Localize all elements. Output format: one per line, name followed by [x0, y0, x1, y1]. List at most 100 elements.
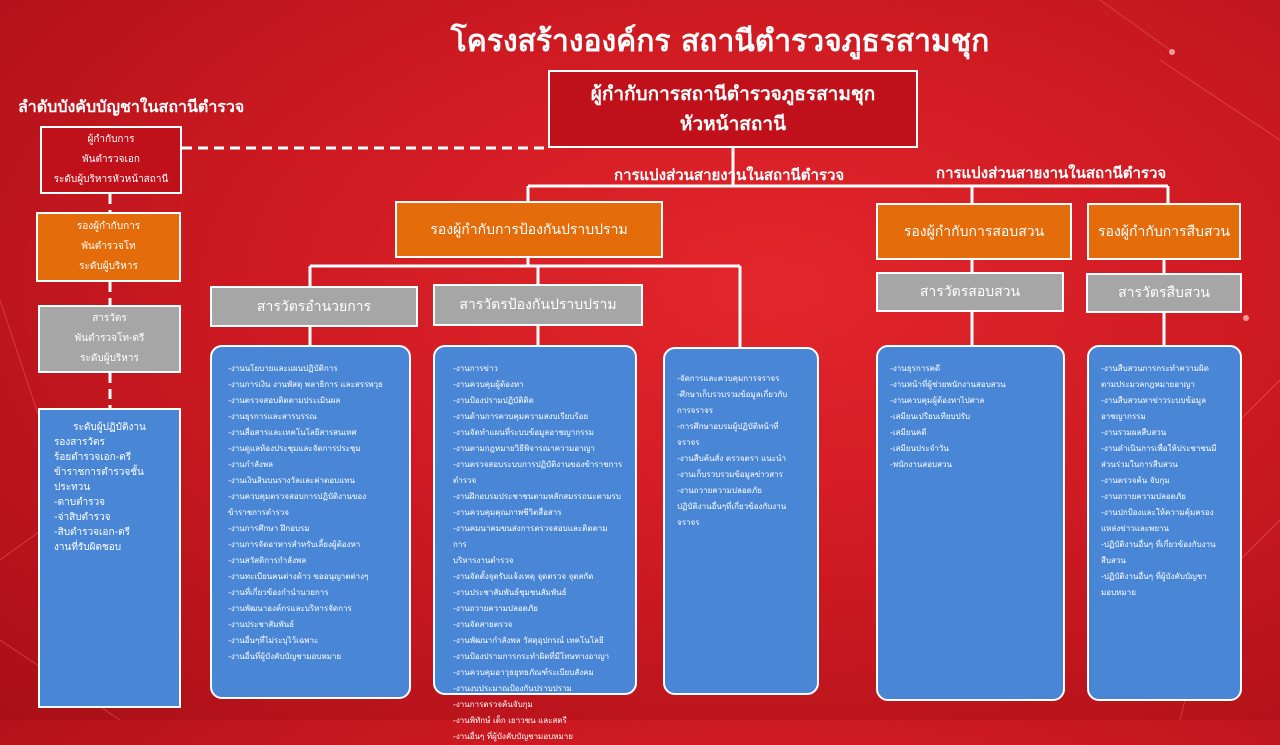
operational-level-box: ระดับผู้ปฏิบัติงาน รองสารวัตร ร้อยตำรวจเ… [38, 408, 181, 708]
duty-item: -งานการข่าว [453, 364, 498, 373]
duty-item: -งานจัดตั้งจุดรับแจ้งเหตุ จุดตรวจ จุดสกั… [453, 572, 594, 581]
duty-item: -งานอื่นที่ผู้บังคับบัญชามอบหมาย [228, 652, 342, 661]
operational-line: ข้าราชการตำรวจชั้น [54, 467, 144, 478]
duty-item: การจราจร [677, 406, 714, 415]
deputy-line: พันตำรวจโท [81, 241, 136, 252]
duty-item: -งานหน้าที่ผู้ช่วยพนักงานสอบสวน [890, 380, 1006, 389]
duty-item: -งานตรวจค้น จับกุม [1101, 476, 1170, 485]
duty-item: -งานนโยบายและแผนปฏิบัติการ [228, 364, 338, 373]
duty-item: -งานพัฒนาองค์กรและบริหารจัดการ [228, 604, 352, 613]
duty-item: -งานประชาสัมพันธ์ชุมชนสัมพันธ์ [453, 588, 567, 597]
duty-item: -งานสืบสวนการกระทำความผิด [1101, 364, 1209, 373]
duty-item: แหล่งข่าวและพยาน [1101, 524, 1169, 533]
duty-item: -เสมียนประจำวัน [890, 444, 949, 453]
duty-item: -งานถวายความปลอดภัย [1101, 492, 1186, 501]
duty-item: -งานคมนาคมขนส่งการตรวจสอบและติดตาม การ [453, 524, 608, 549]
duty-item: -งานพิทักษ์ เด็ก เยาวชน และสตรี [453, 716, 567, 725]
duty-item: -งานเงินสินบนรางวัลและค่าตอบแทน [228, 476, 356, 485]
duty-item: -งานจัดทำแผนที่ระบบข้อมูลอาชญากรรม [453, 428, 594, 437]
page-title: โครงสร้างองค์กร สถานีตำรวจภูธรสามชุก [450, 24, 990, 59]
duty-item: -ศึกษาเก็บรวบรวมข้อมูลเกี่ยวกับ [677, 390, 788, 399]
duty-item: -งานฝึกอบรมประชาชนตามหลักสมรรถนะตามรบ [453, 492, 621, 501]
deputy-prevention-box: รองผู้กำกับการป้องกันปราบปราม [395, 201, 663, 258]
duty-item: ตำรวจ [453, 476, 477, 485]
duty-item: -ปฏิบัติงานอื่นๆ ที่เกี่ยวข้องกับงาน [1101, 540, 1216, 549]
deputy-line: รองผู้กำกับการ [76, 221, 141, 232]
duty-item: -งานป้องปรามปฏิบัติติด [453, 396, 534, 405]
duties-admin-box: -งานนโยบายและแผนปฏิบัติการ-งานการเงิน งา… [210, 345, 411, 699]
operational-line: -จ่าสิบตำรวจ [54, 512, 111, 523]
duty-item: ปฏิบัติงานอื่นๆที่เกี่ยวข้องกับงาน [677, 502, 787, 511]
duty-item: -งานควบคุมตรวจสอบการปฏิบัติงานของ [228, 492, 367, 501]
deputy-line: ระดับผู้บริหาร [79, 261, 138, 272]
duties-prevention-box: -งานการข่าว -งานควบคุมผู้ต้องหา -งานป้องปร… [433, 345, 637, 741]
division-label-1: การแบ่งส่วนสายงานในสถานีตำรวจ [614, 166, 845, 184]
duty-item: -งานตรวจสอบระบบการปฏิบัติงานของข้าราชการ [453, 460, 623, 469]
inspector-admin-box: สารวัตรอำนวยการ [210, 286, 418, 327]
inspector-detective-box: สารวัตรสืบสวน [1086, 273, 1242, 313]
duties-investigation-box: -งานธุรการคดี -งานหน้าที่ผู้ช่วยพนักงานสอ… [876, 345, 1065, 701]
division-label-2: การแบ่งส่วนสายงานในสถานีตำรวจ [936, 164, 1167, 182]
duty-item: -งานประชาสัมพันธ์ [228, 620, 295, 629]
duty-item: ตามประมวลกฎหมายอาญา [1101, 380, 1195, 389]
duty-item: -งานสืบค้นสั่ง ตรวจตรา แนะนำ [677, 454, 786, 463]
operational-line: ประทวน [54, 482, 91, 493]
duty-item: -งานควบคุมคุณภาพชีวิตสื่อสาร [453, 508, 562, 517]
deputy-detective-box: รองผู้กำกับการสืบสวน [1087, 203, 1241, 260]
duty-item: -งานงบประมาณป้องกันปราบปราม [453, 684, 572, 693]
inspector-box: สารวัตร พันตำรวจโท-ตรี ระดับผู้บริหาร [38, 305, 181, 373]
duty-item: -งานสืบสวนหาข่าวระบบข้อมูล [1101, 396, 1206, 405]
duty-item: -งานดำเนินการเพื่อให้ประชาชนมี [1101, 444, 1217, 453]
operational-line: งานที่รับผิดชอบ [54, 542, 122, 553]
duty-item: -พนักงานสอบสวน [890, 460, 952, 469]
duty-item: -งานทะเบียนคนต่างด้าว ขออนุญาตต่างๆ [228, 572, 369, 581]
duty-item: -ปฏิบัติงานอื่นๆ ที่ผู้บังคับบัญชา [1101, 572, 1207, 581]
inspector-prevention-box: สารวัตรป้องกันปราบปราม [433, 284, 643, 326]
duty-item: จราจร [677, 438, 700, 447]
duty-item: -งานป้องปรามการกระทำผิดที่มีโทษทางอาญา [453, 652, 610, 661]
inspector-line: พันตำรวจโท-ตรี [74, 333, 145, 344]
duty-item: -งานพัฒนากำลังพล วัสดุอุปกรณ์ เทคโนโลยี [453, 636, 604, 645]
operational-line: รองสารวัตร [54, 437, 105, 448]
duty-item: -เสมียนเปรียบเทียบปรับ [890, 412, 971, 421]
duty-item: บริหารงานตำรวจ [453, 556, 514, 565]
duty-item: -งานตรวจสอบติดตามประเมินผล [228, 396, 341, 405]
inspector-line: สารวัตร [92, 313, 127, 324]
duty-item: -งานกำลังพล [228, 460, 274, 469]
duty-item: -งานด้านการควบคุมความสงบเรียบร้อย [453, 412, 589, 421]
duty-item: มอบหมาย [1101, 588, 1136, 597]
duty-item: -งานธุรการและสารบรรณ [228, 412, 317, 421]
superintendent-box: ผู้กำกับการ พันตำรวจเอก ระดับผู้บริหารหั… [40, 126, 182, 194]
duty-item: -งานการจัดอาหารสำหรับเลี้ยงผู้ต้องหา [228, 540, 361, 549]
duty-item: -งานควบคุมผู้ต้องหา [453, 380, 524, 389]
duty-item: -งานสวัสดิการกำลังพล [228, 556, 307, 565]
duty-item: -งานการตรวจค้นจับกุม [453, 700, 533, 709]
operational-line: -สิบตำรวจเอก-ตรี [54, 527, 130, 538]
duty-item: -งานเก็บรวบรวมข้อมูลข่าวสาร [677, 470, 783, 479]
duties-detective-box: -งานสืบสวนการกระทำความผิดตามประมวลกฎหมาย… [1087, 345, 1242, 701]
superintendent-line: ผู้กำกับการ [87, 134, 135, 145]
duty-item: -งานการศึกษา ฝึกอบรม [228, 524, 310, 533]
duty-item: -งานสื่อสารและเทคโนโลยีสารสนเทศ [228, 428, 357, 437]
duty-item: -เสมียนคดี [890, 428, 927, 437]
duty-item: -งานควบคุมอาวุธยุทธภัณฑ์ระเบียบสังคม [453, 668, 594, 677]
duty-item: จราจร [677, 518, 700, 527]
duty-item: -งานอื่นๆที่ไม่ระบุไว้เฉพาะ [228, 636, 319, 645]
duty-item: -งานควบคุมผู้ต้องหาไปศาล [890, 396, 985, 405]
inspector-investigation-box: สารวัตรสอบสวน [876, 272, 1064, 312]
operational-line: ร้อยตำรวจเอก-ตรี [54, 452, 132, 463]
duty-item: -งานที่เกี่ยวข้องกำนำนวยการ [228, 588, 329, 597]
duty-item: -การศึกษาอบรมผู้ปฏิบัติหน้าที่ [677, 422, 779, 431]
superintendent-line: พันตำรวจเอก [82, 154, 140, 165]
operational-line: -ดาบตำรวจ [54, 497, 106, 508]
deputy-investigation-box: รองผู้กำกับการสอบสวน [876, 203, 1072, 260]
duty-item: -งานรวมผลสืบสวน [1101, 428, 1167, 437]
superintendent-line: ระดับผู้บริหารหัวหน้าสถานี [53, 174, 169, 185]
connector-lines [0, 0, 1280, 720]
duty-item: สืบสวน [1101, 556, 1126, 565]
duty-item: ข้าราชการตำรวจ [228, 508, 289, 517]
duty-item: -งานจัดสายตรวจ [453, 620, 513, 629]
duty-item: -งานธุรการคดี [890, 364, 941, 373]
duty-item: อาชญากรรม [1101, 412, 1146, 421]
duty-item: -งานปกป้องและให้ความคุ้มครอง [1101, 508, 1214, 517]
